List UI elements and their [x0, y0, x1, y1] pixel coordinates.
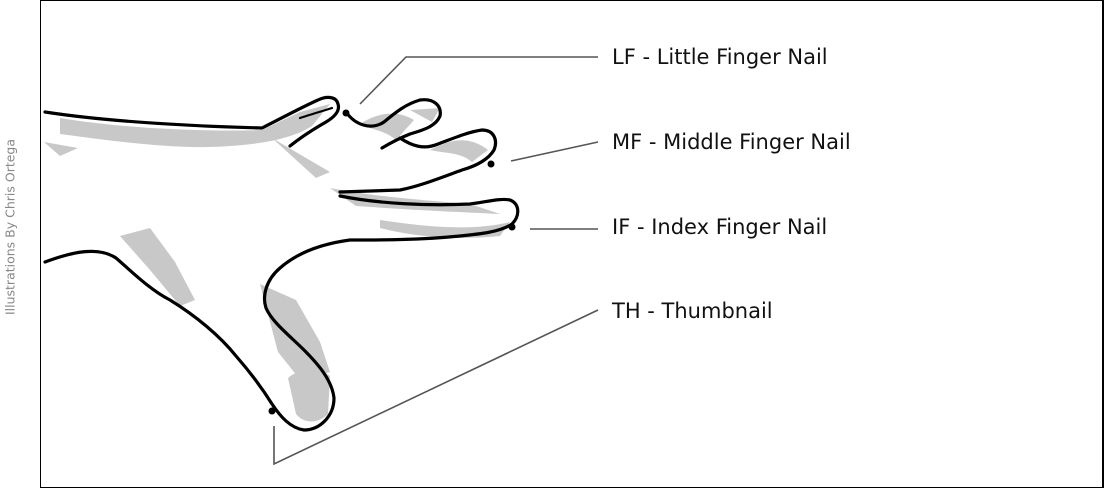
label-mf: MF - Middle Finger Nail — [612, 130, 851, 154]
lf-leader — [360, 57, 598, 104]
lf-nail-dot — [343, 110, 350, 117]
label-th: TH - Thumbnail — [612, 299, 773, 323]
hand-shading — [44, 104, 510, 422]
if-nail-dot — [509, 224, 516, 231]
mf-nail-dot — [488, 161, 495, 168]
th-nail-dot — [269, 408, 276, 415]
mf-leader — [511, 142, 598, 161]
label-lf: LF - Little Finger Nail — [612, 45, 828, 69]
label-if: IF - Index Finger Nail — [612, 215, 827, 239]
